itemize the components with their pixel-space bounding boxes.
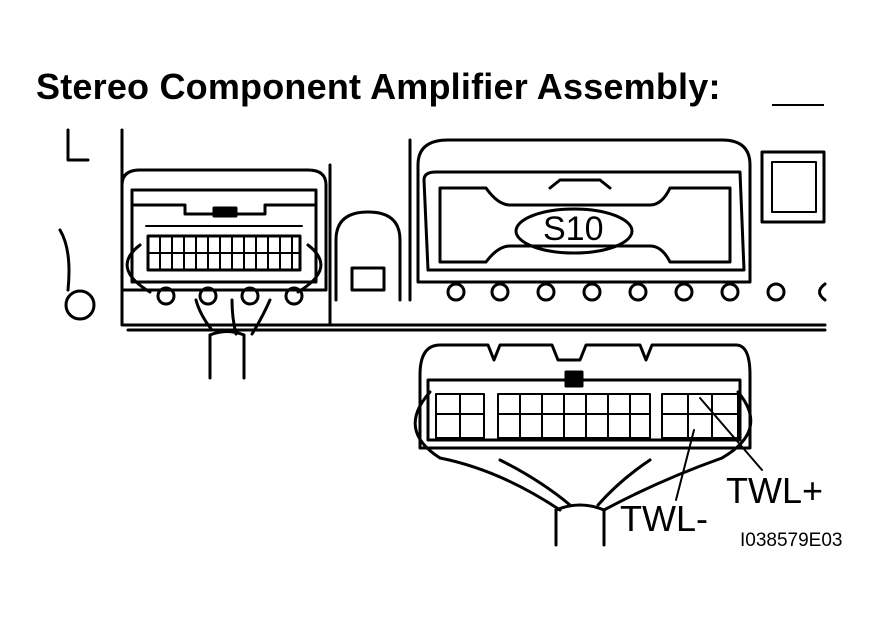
twl-minus-label: TWL- bbox=[620, 498, 708, 539]
twl-plus-label: TWL+ bbox=[726, 470, 824, 511]
mounting-holes bbox=[446, 282, 827, 302]
pin-leader-lines bbox=[675, 397, 763, 501]
s10-connector-label: S10 bbox=[543, 210, 604, 248]
figure-code: I038579E03 bbox=[740, 530, 843, 551]
title-underline bbox=[772, 104, 824, 106]
s10-connector bbox=[416, 138, 752, 284]
center-arch bbox=[334, 210, 402, 302]
amplifier-housing bbox=[58, 128, 827, 332]
lower-connector bbox=[413, 343, 753, 547]
diagram-title: Stereo Component Amplifier Assembly: bbox=[36, 66, 721, 107]
left-connector bbox=[120, 168, 328, 380]
